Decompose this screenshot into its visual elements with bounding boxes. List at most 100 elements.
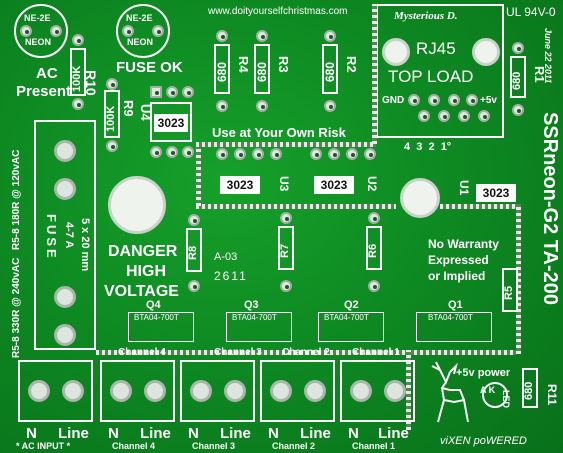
r6-label: R6 xyxy=(367,243,379,258)
solder-pad xyxy=(448,94,460,106)
terminal-channel-1 xyxy=(340,360,415,422)
rj45-label: RJ45 xyxy=(416,39,456,58)
resistor-r10 xyxy=(70,48,86,96)
channel-label: Channel 3 xyxy=(214,347,262,358)
present-label: Present xyxy=(16,83,72,100)
fuse-note-240: R5-8 330R @ 240vAC xyxy=(11,257,22,358)
fuse-note-120: R5-8 180R @ 120vAC xyxy=(11,149,22,250)
solder-pad xyxy=(280,212,292,224)
triac-label-q2: Q2 xyxy=(344,299,359,311)
solder-pad xyxy=(188,280,200,292)
danger-line-2: HIGH xyxy=(126,263,166,280)
r2-value: 680 xyxy=(323,61,337,82)
bottom-label: Channel 1 xyxy=(352,441,396,451)
terminal-label: N xyxy=(188,425,199,442)
solder-pad xyxy=(280,280,292,292)
danger-line-3: VOLTAGE xyxy=(104,283,179,300)
solder-pad xyxy=(466,94,478,106)
danger-line-1: DANGER xyxy=(108,243,178,260)
logo-number: 2611 xyxy=(214,269,248,283)
terminal-label: Line xyxy=(58,425,89,442)
rj45-connector xyxy=(376,4,504,138)
solder-pad xyxy=(512,42,524,54)
power-label: +5v power xyxy=(456,367,511,379)
terminal-screw xyxy=(110,380,132,402)
plus5v-label: +5v xyxy=(480,95,497,106)
solder-pad xyxy=(408,94,420,106)
terminal-screw xyxy=(190,380,212,402)
neon-label: NE-2E xyxy=(24,13,51,23)
resistor-r11 xyxy=(522,368,538,408)
r11-label: R11 xyxy=(545,384,559,406)
u3-chip: 3023 xyxy=(220,176,260,194)
r2-label: R2 xyxy=(344,56,359,73)
solder-pad xyxy=(310,148,322,160)
triac-part: BTA04-700T xyxy=(428,313,473,322)
solder-pad xyxy=(166,146,178,158)
fuse-ok-label: FUSE OK xyxy=(116,59,183,76)
terminal-screw xyxy=(62,380,84,402)
u1-chip: 3023 xyxy=(476,184,516,202)
isolation-line xyxy=(196,204,396,209)
r8-label: R8 xyxy=(187,245,199,260)
terminal-screw xyxy=(384,380,406,402)
terminal-channel-2 xyxy=(260,360,335,422)
terminal-channel-3 xyxy=(180,360,255,422)
r9-value: 100K xyxy=(105,105,117,132)
triac-label-q4: Q4 xyxy=(146,299,161,311)
r10-label: R10 xyxy=(83,70,99,96)
triac-q4 xyxy=(128,312,194,342)
no-warranty-1: No Warranty xyxy=(428,237,499,251)
r10-value: 100K xyxy=(71,65,83,92)
vixen-text: viXEN poWERED xyxy=(440,435,527,447)
solder-pad xyxy=(166,86,178,98)
resistor-r3 xyxy=(254,44,270,94)
solder-pad xyxy=(364,148,376,160)
solder-pad xyxy=(346,148,358,160)
solder-pad xyxy=(216,30,228,42)
terminal-label: N xyxy=(268,425,279,442)
neon-label: NE-2E xyxy=(126,13,153,23)
brand-text: Mysterious D. xyxy=(394,10,458,22)
solder-pad xyxy=(270,148,282,160)
resistor-r7 xyxy=(278,226,294,270)
terminal-screw xyxy=(144,380,166,402)
isolation-line xyxy=(406,350,411,430)
solder-pad xyxy=(72,34,84,46)
terminal-screw xyxy=(28,380,50,402)
led-outline xyxy=(482,382,508,408)
fuse-pad xyxy=(54,324,76,346)
terminal-screw xyxy=(270,380,292,402)
isolation-line xyxy=(196,142,201,206)
resistor-r1 xyxy=(510,56,526,98)
terminal-ac-input xyxy=(18,360,93,422)
terminal-label: Line xyxy=(220,425,251,442)
bottom-label: Channel 2 xyxy=(272,441,316,451)
gnd-label: GND xyxy=(382,95,405,106)
r1-value: 680 xyxy=(511,71,523,90)
u2-chip: 3023 xyxy=(314,176,354,194)
solder-pad xyxy=(368,280,380,292)
terminal-label: Line xyxy=(140,425,171,442)
solder-pad xyxy=(252,148,264,160)
r5-label: R5 xyxy=(503,285,515,300)
terminal-channel-4 xyxy=(100,360,175,422)
r7-label: R7 xyxy=(279,243,291,258)
resistor-r9 xyxy=(104,90,120,138)
r11-value: 680 xyxy=(523,381,535,400)
fuse-rating: 4-7 A xyxy=(63,222,75,249)
bottom-label: Channel 4 xyxy=(112,441,156,451)
fuse-size: 5 x 20 mm xyxy=(79,218,91,272)
led-label: LED xyxy=(501,390,511,408)
isolation-line xyxy=(96,350,516,355)
terminal-screw xyxy=(224,380,246,402)
neon-label: NEON xyxy=(127,37,154,47)
ul-rating: UL 94V-0 xyxy=(506,5,556,19)
r3-value: 680 xyxy=(255,61,269,82)
solder-pad xyxy=(428,94,440,106)
solder-pad xyxy=(458,110,470,122)
pin-numbers: 4 3 2 1° xyxy=(404,141,452,153)
r1-label: R1 xyxy=(532,66,547,83)
vixen-reindeer-logo xyxy=(431,361,469,423)
neon-lamp-1 xyxy=(14,4,68,58)
